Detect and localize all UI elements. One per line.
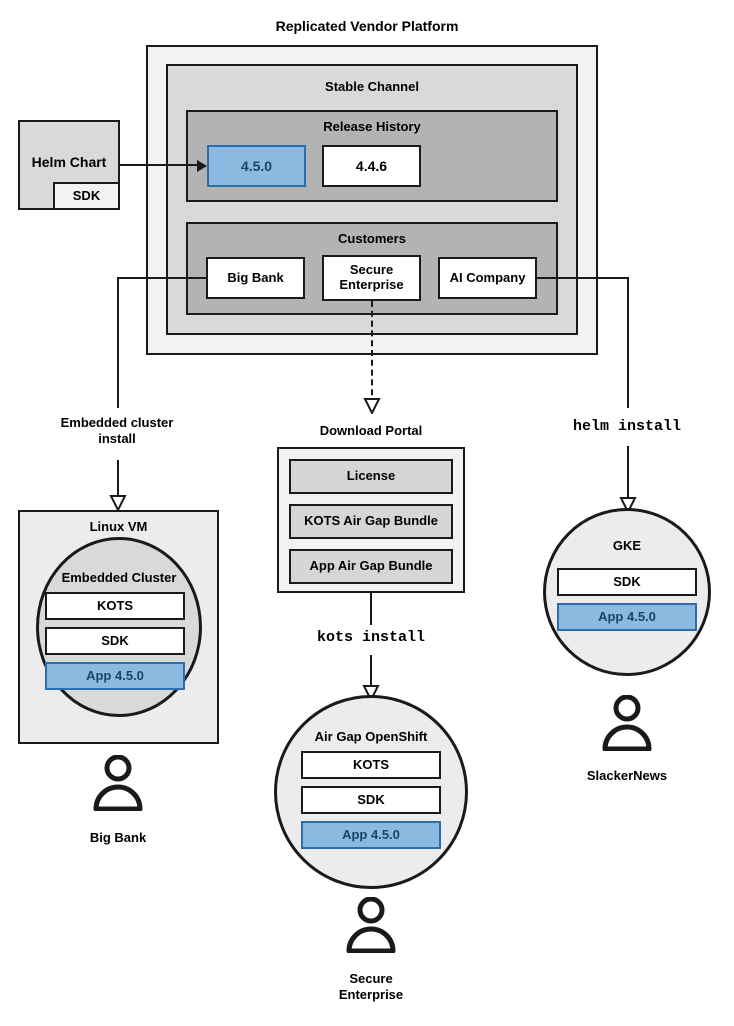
arrow-right-icon [197,160,207,172]
stable-channel-title: Stable Channel [325,79,419,94]
page-title: Replicated Vendor Platform [275,18,459,34]
linux-vm-title: Linux VM [89,519,148,534]
right-component-app[interactable]: App 4.5.0 [557,603,697,631]
embedded-cluster-title: Embedded Cluster [61,570,177,585]
center-component-app[interactable]: App 4.5.0 [301,821,441,849]
center-customer-line2: Enterprise [338,987,404,1003]
left-component-sdk[interactable]: SDK [45,627,185,655]
arrow-down-icon-left [109,495,127,511]
customer-big-bank[interactable]: Big Bank [206,257,305,299]
label-helm-install: helm install [572,418,682,435]
center-customer-label: Secure Enterprise [291,971,451,1004]
connector-secure-enterprise-dashed [371,301,373,405]
right-customer-label: SlackerNews [586,768,668,783]
connector-aicompany-vertical [627,277,629,408]
connector-kots-install-to-cluster [370,655,372,690]
install-label-line1: Embedded cluster [60,415,174,430]
connector-helm-install-to-gke [627,446,629,502]
center-customer-line1: Secure [349,971,393,986]
connector-left-to-vm [117,460,119,500]
connector-bigbank-horizontal [117,277,208,279]
left-component-kots[interactable]: KOTS [45,592,185,620]
download-portal-title: Download Portal [319,423,423,438]
arrow-down-icon-right [619,497,637,513]
helm-chart-label: Helm Chart [31,154,107,170]
customer-secure-enterprise[interactable]: Secure Enterprise [322,255,421,301]
release-history-title: Release History [323,119,421,134]
left-component-app[interactable]: App 4.5.0 [45,662,185,690]
right-component-sdk[interactable]: SDK [557,568,697,596]
connector-bigbank-vertical [117,277,119,408]
install-label-line2: install [98,431,136,447]
connector-helm-to-release [120,164,203,166]
helm-chart-sdk-box[interactable]: SDK [53,182,120,210]
customers-title: Customers [338,231,406,246]
connector-portal-to-kots-install [370,593,372,625]
arrow-down-icon-center-portal [363,398,381,414]
arrow-down-icon-center-cluster [362,685,380,701]
left-customer-label: Big Bank [89,830,147,845]
portal-item-license[interactable]: License [289,459,453,494]
label-kots-install: kots install [316,629,426,646]
portal-item-app-airgap[interactable]: App Air Gap Bundle [289,549,453,584]
airgap-openshift-title: Air Gap OpenShift [314,729,428,744]
gke-title: GKE [612,538,642,553]
connector-aicompany-horizontal [537,277,629,279]
label-embedded-cluster-install: Embedded cluster install [37,415,197,448]
portal-item-kots-airgap[interactable]: KOTS Air Gap Bundle [289,504,453,539]
center-component-kots[interactable]: KOTS [301,751,441,779]
person-icon-slackernews [602,695,652,751]
person-icon-big-bank [93,755,143,811]
center-component-sdk[interactable]: SDK [301,786,441,814]
person-icon-secure-enterprise [346,897,396,953]
release-4-4-6[interactable]: 4.4.6 [322,145,421,187]
customer-ai-company[interactable]: AI Company [438,257,537,299]
release-4-5-0[interactable]: 4.5.0 [207,145,306,187]
